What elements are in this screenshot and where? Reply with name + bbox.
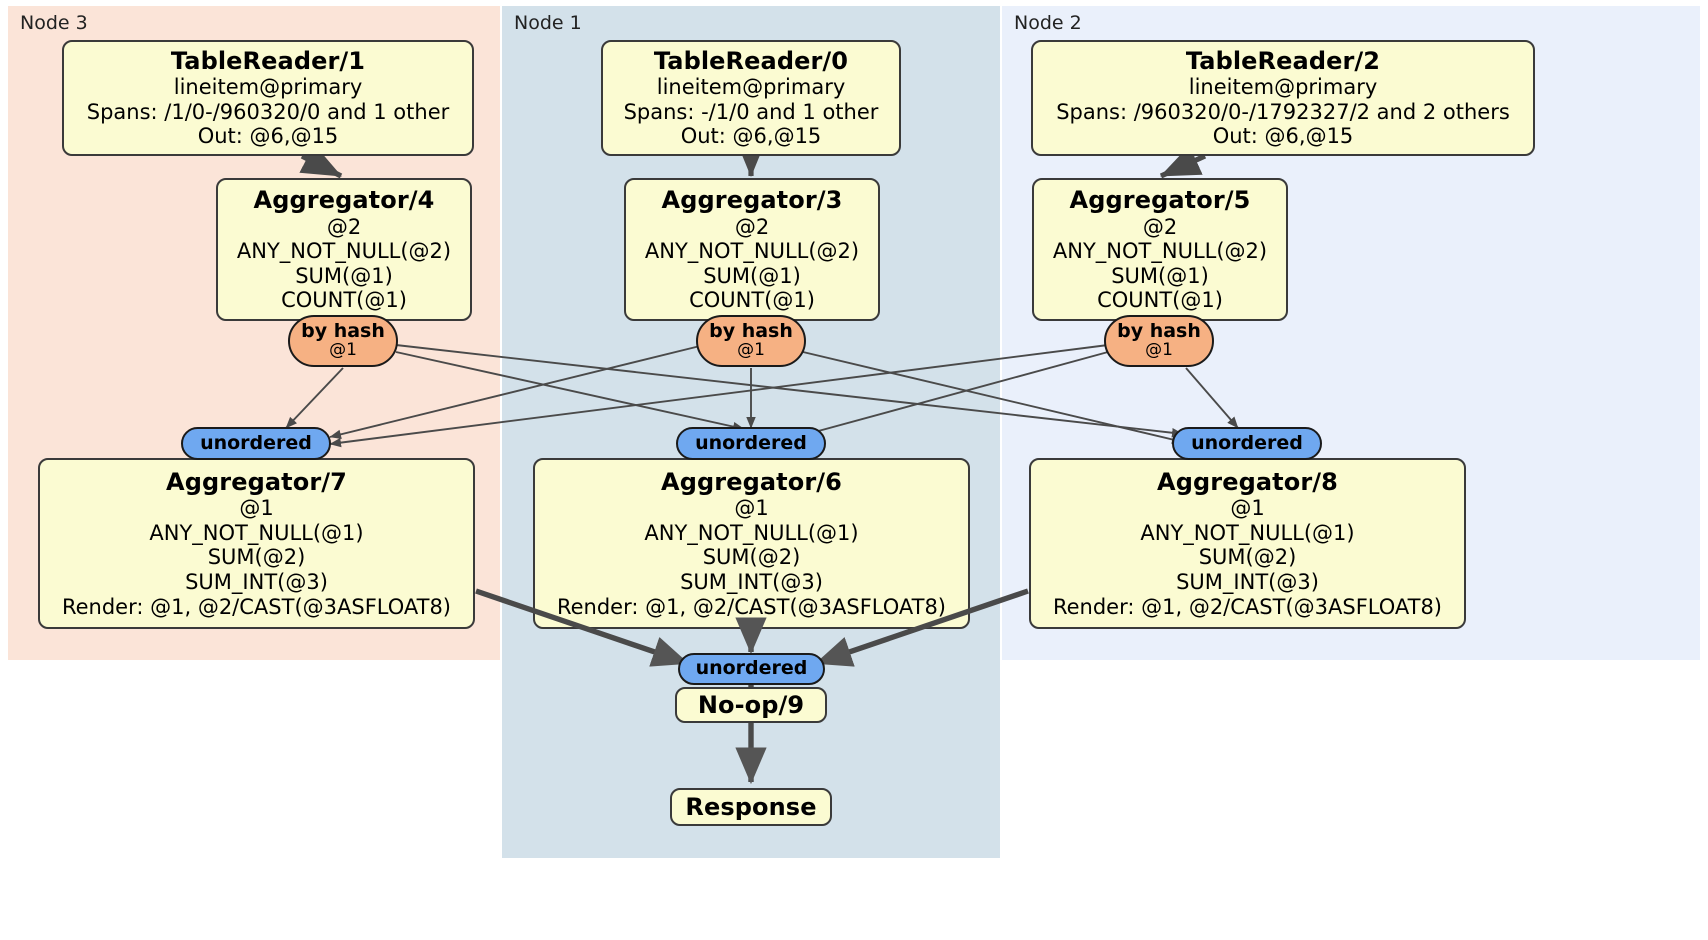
box-line: lineitem@primary xyxy=(1188,75,1378,100)
box-title: No-op/9 xyxy=(697,690,805,719)
router-label: unordered xyxy=(1191,431,1303,454)
router-label: unordered xyxy=(695,657,808,680)
box-line: lineitem@primary xyxy=(656,75,846,100)
router-by-hash-left[interactable]: by hash @1 xyxy=(288,315,398,367)
box-line: SUM(@1) xyxy=(295,263,393,288)
edge-hash-right-to-unordered-center xyxy=(799,351,1109,438)
box-line: Render: @1, @2/CAST(@3ASFLOAT8) xyxy=(61,594,452,619)
edge-hash-center-to-unordered-left xyxy=(329,345,701,439)
edge-hash-left-to-unordered-right xyxy=(395,344,1184,438)
edge-hash-center-to-unordered-right xyxy=(802,351,1184,445)
edge-hash-left-to-unordered-center xyxy=(395,351,745,432)
box-title: Response xyxy=(685,792,817,821)
box-line: COUNT(@1) xyxy=(1097,288,1223,313)
box-line: ANY_NOT_NULL(@2) xyxy=(236,239,452,264)
router-by-hash-center[interactable]: by hash @1 xyxy=(696,315,806,367)
edge-hash-right-to-unordered-left xyxy=(329,344,1109,448)
box-tablereader1[interactable]: TableReader/1 lineitem@primary Spans: /1… xyxy=(62,40,474,156)
box-response[interactable]: Response xyxy=(670,788,832,826)
box-title: TableReader/1 xyxy=(170,47,366,75)
node-label-node3: Node 3 xyxy=(20,12,88,34)
box-line: SUM(@2) xyxy=(1198,545,1297,570)
box-line: ANY_NOT_NULL(@1) xyxy=(149,520,364,545)
edge-aggregator7-to-unordered-final xyxy=(475,588,690,667)
box-line: Render: @1, @2/CAST(@3ASFLOAT8) xyxy=(556,594,947,619)
box-line: COUNT(@1) xyxy=(281,288,407,313)
router-label: unordered xyxy=(695,431,807,454)
router-unordered-center[interactable]: unordered xyxy=(676,427,826,460)
edge-tablereader2-aggregator5 xyxy=(1159,145,1207,179)
box-line: @2 xyxy=(734,214,770,239)
router-label: by hash xyxy=(1117,320,1201,343)
box-title: Aggregator/3 xyxy=(661,186,843,215)
box-line: Spans: -/1/0 and 1 other xyxy=(623,99,879,124)
router-label: by hash xyxy=(709,320,793,343)
edge-hash-left-to-unordered-left xyxy=(285,367,344,429)
box-line: SUM(@1) xyxy=(703,263,801,288)
box-line: Spans: /960320/0-/1792327/2 and 2 others xyxy=(1056,99,1510,124)
edge-aggregator8-to-unordered-final xyxy=(814,588,1029,667)
box-aggregator8[interactable]: Aggregator/8 @1 ANY_NOT_NULL(@1) SUM(@2)… xyxy=(1029,458,1466,629)
box-title: Aggregator/5 xyxy=(1069,186,1251,215)
box-title: Aggregator/7 xyxy=(166,467,347,496)
router-by-hash-right[interactable]: by hash @1 xyxy=(1104,315,1214,367)
box-aggregator5[interactable]: Aggregator/5 @2 ANY_NOT_NULL(@2) SUM(@1)… xyxy=(1032,178,1288,321)
box-line: @1 xyxy=(1230,496,1265,521)
box-line: SUM(@2) xyxy=(702,545,801,570)
box-noop9[interactable]: No-op/9 xyxy=(675,687,827,723)
box-aggregator6[interactable]: Aggregator/6 @1 ANY_NOT_NULL(@1) SUM(@2)… xyxy=(533,458,970,629)
box-title: Aggregator/6 xyxy=(661,467,842,496)
edge-hash-right-to-unordered-right xyxy=(1185,367,1239,429)
edge-tablereader1-aggregator4 xyxy=(299,144,343,179)
box-line: @2 xyxy=(1142,214,1178,239)
box-aggregator7[interactable]: Aggregator/7 @1 ANY_NOT_NULL(@1) SUM(@2)… xyxy=(38,458,475,629)
box-line: Render: @1, @2/CAST(@3ASFLOAT8) xyxy=(1052,594,1443,619)
box-line: ANY_NOT_NULL(@2) xyxy=(644,239,860,264)
box-line: lineitem@primary xyxy=(173,75,363,100)
box-title: TableReader/2 xyxy=(1185,47,1381,75)
router-label: by hash xyxy=(301,320,385,343)
box-title: TableReader/0 xyxy=(653,47,849,75)
router-sublabel: @1 xyxy=(737,340,765,361)
box-line: @2 xyxy=(326,214,362,239)
box-line: SUM_INT(@3) xyxy=(185,569,328,594)
box-aggregator4[interactable]: Aggregator/4 @2 ANY_NOT_NULL(@2) SUM(@1)… xyxy=(216,178,472,321)
box-line: ANY_NOT_NULL(@1) xyxy=(644,520,859,545)
box-line: Spans: /1/0-/960320/0 and 1 other xyxy=(86,99,450,124)
router-label: unordered xyxy=(200,431,312,454)
box-title: Aggregator/4 xyxy=(253,186,435,215)
box-aggregator3[interactable]: Aggregator/3 @2 ANY_NOT_NULL(@2) SUM(@1)… xyxy=(624,178,880,321)
box-tablereader0[interactable]: TableReader/0 lineitem@primary Spans: -/… xyxy=(601,40,901,156)
router-unordered-left[interactable]: unordered xyxy=(181,427,331,460)
router-sublabel: @1 xyxy=(329,340,357,361)
box-line: Out: @6,@15 xyxy=(1212,124,1354,149)
router-unordered-right[interactable]: unordered xyxy=(1172,427,1322,460)
box-line: SUM(@2) xyxy=(207,545,306,570)
node-label-node1: Node 1 xyxy=(514,12,582,34)
box-line: @1 xyxy=(734,496,769,521)
box-line: ANY_NOT_NULL(@1) xyxy=(1140,520,1355,545)
box-line: @1 xyxy=(239,496,274,521)
box-line: SUM_INT(@3) xyxy=(1176,569,1319,594)
box-line: ANY_NOT_NULL(@2) xyxy=(1052,239,1268,264)
box-line: SUM_INT(@3) xyxy=(680,569,823,594)
box-line: COUNT(@1) xyxy=(689,288,815,313)
router-sublabel: @1 xyxy=(1145,340,1173,361)
box-title: Aggregator/8 xyxy=(1157,467,1338,496)
box-tablereader2[interactable]: TableReader/2 lineitem@primary Spans: /9… xyxy=(1031,40,1535,156)
router-unordered-final[interactable]: unordered xyxy=(678,653,825,685)
node-label-node2: Node 2 xyxy=(1014,12,1082,34)
box-line: SUM(@1) xyxy=(1111,263,1209,288)
